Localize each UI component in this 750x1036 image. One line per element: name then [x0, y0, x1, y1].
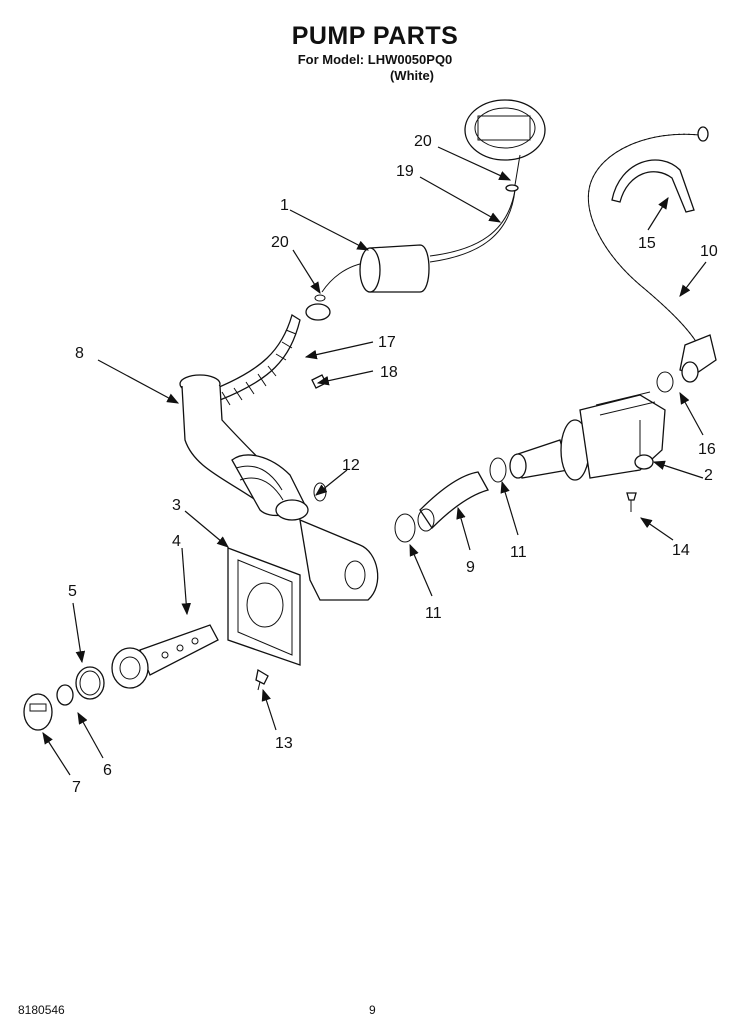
callout-4: 4 [172, 533, 181, 550]
o-ring-drawing [75, 666, 105, 700]
hose-bracket-drawing [611, 159, 695, 213]
callout-numbers: 1 2 3 4 5 6 7 8 9 10 11 11 12 13 14 15 1… [68, 133, 718, 796]
callout-14: 14 [672, 542, 690, 559]
callout-1: 1 [280, 197, 289, 214]
pump-hose-drawing [417, 471, 489, 532]
callout-18: 18 [380, 364, 398, 381]
callout-10: 10 [700, 243, 718, 260]
model-line: For Model: LHW0050PQ0 [297, 52, 453, 67]
callout-12: 12 [342, 457, 360, 474]
pump-filter-drawing [111, 624, 219, 689]
clamp-drawings [313, 294, 674, 543]
callout-20-left: 20 [271, 234, 289, 251]
drain-pump-drawing [509, 391, 666, 481]
callout-16: 16 [698, 441, 716, 458]
filter-cap-drawing [23, 693, 53, 731]
fill-hose-drawing [210, 303, 331, 406]
pressure-switch-drawing [464, 99, 546, 186]
callout-7: 7 [72, 779, 81, 796]
page-title: PUMP PARTS [291, 22, 459, 50]
pressure-hose-drawing [321, 184, 519, 293]
air-dome-drawing [359, 244, 430, 293]
seal-drawing [56, 684, 74, 706]
screw-14-drawing [626, 492, 637, 512]
callout-5: 5 [68, 583, 77, 600]
document-number: 8180546 [18, 1003, 65, 1017]
color-line: (White) [389, 68, 435, 83]
callout-13: 13 [275, 735, 293, 752]
callout-17: 17 [378, 334, 396, 351]
callout-20-top: 20 [414, 133, 432, 150]
callout-8: 8 [75, 345, 84, 362]
drain-hose-drawing [587, 126, 717, 383]
callout-6: 6 [103, 762, 112, 779]
page-number: 9 [369, 1003, 376, 1017]
callout-9: 9 [466, 559, 475, 576]
filter-housing-drawing [227, 547, 301, 666]
callout-11-right: 11 [510, 544, 527, 561]
callout-3: 3 [172, 497, 181, 514]
callout-15: 15 [638, 235, 656, 252]
screw-13-drawing [255, 668, 269, 691]
tub-hose-drawing [179, 374, 379, 601]
callout-19: 19 [396, 163, 414, 180]
callout-11-left: 11 [425, 605, 442, 622]
callout-2: 2 [704, 467, 713, 484]
leader-lines [42, 146, 707, 776]
